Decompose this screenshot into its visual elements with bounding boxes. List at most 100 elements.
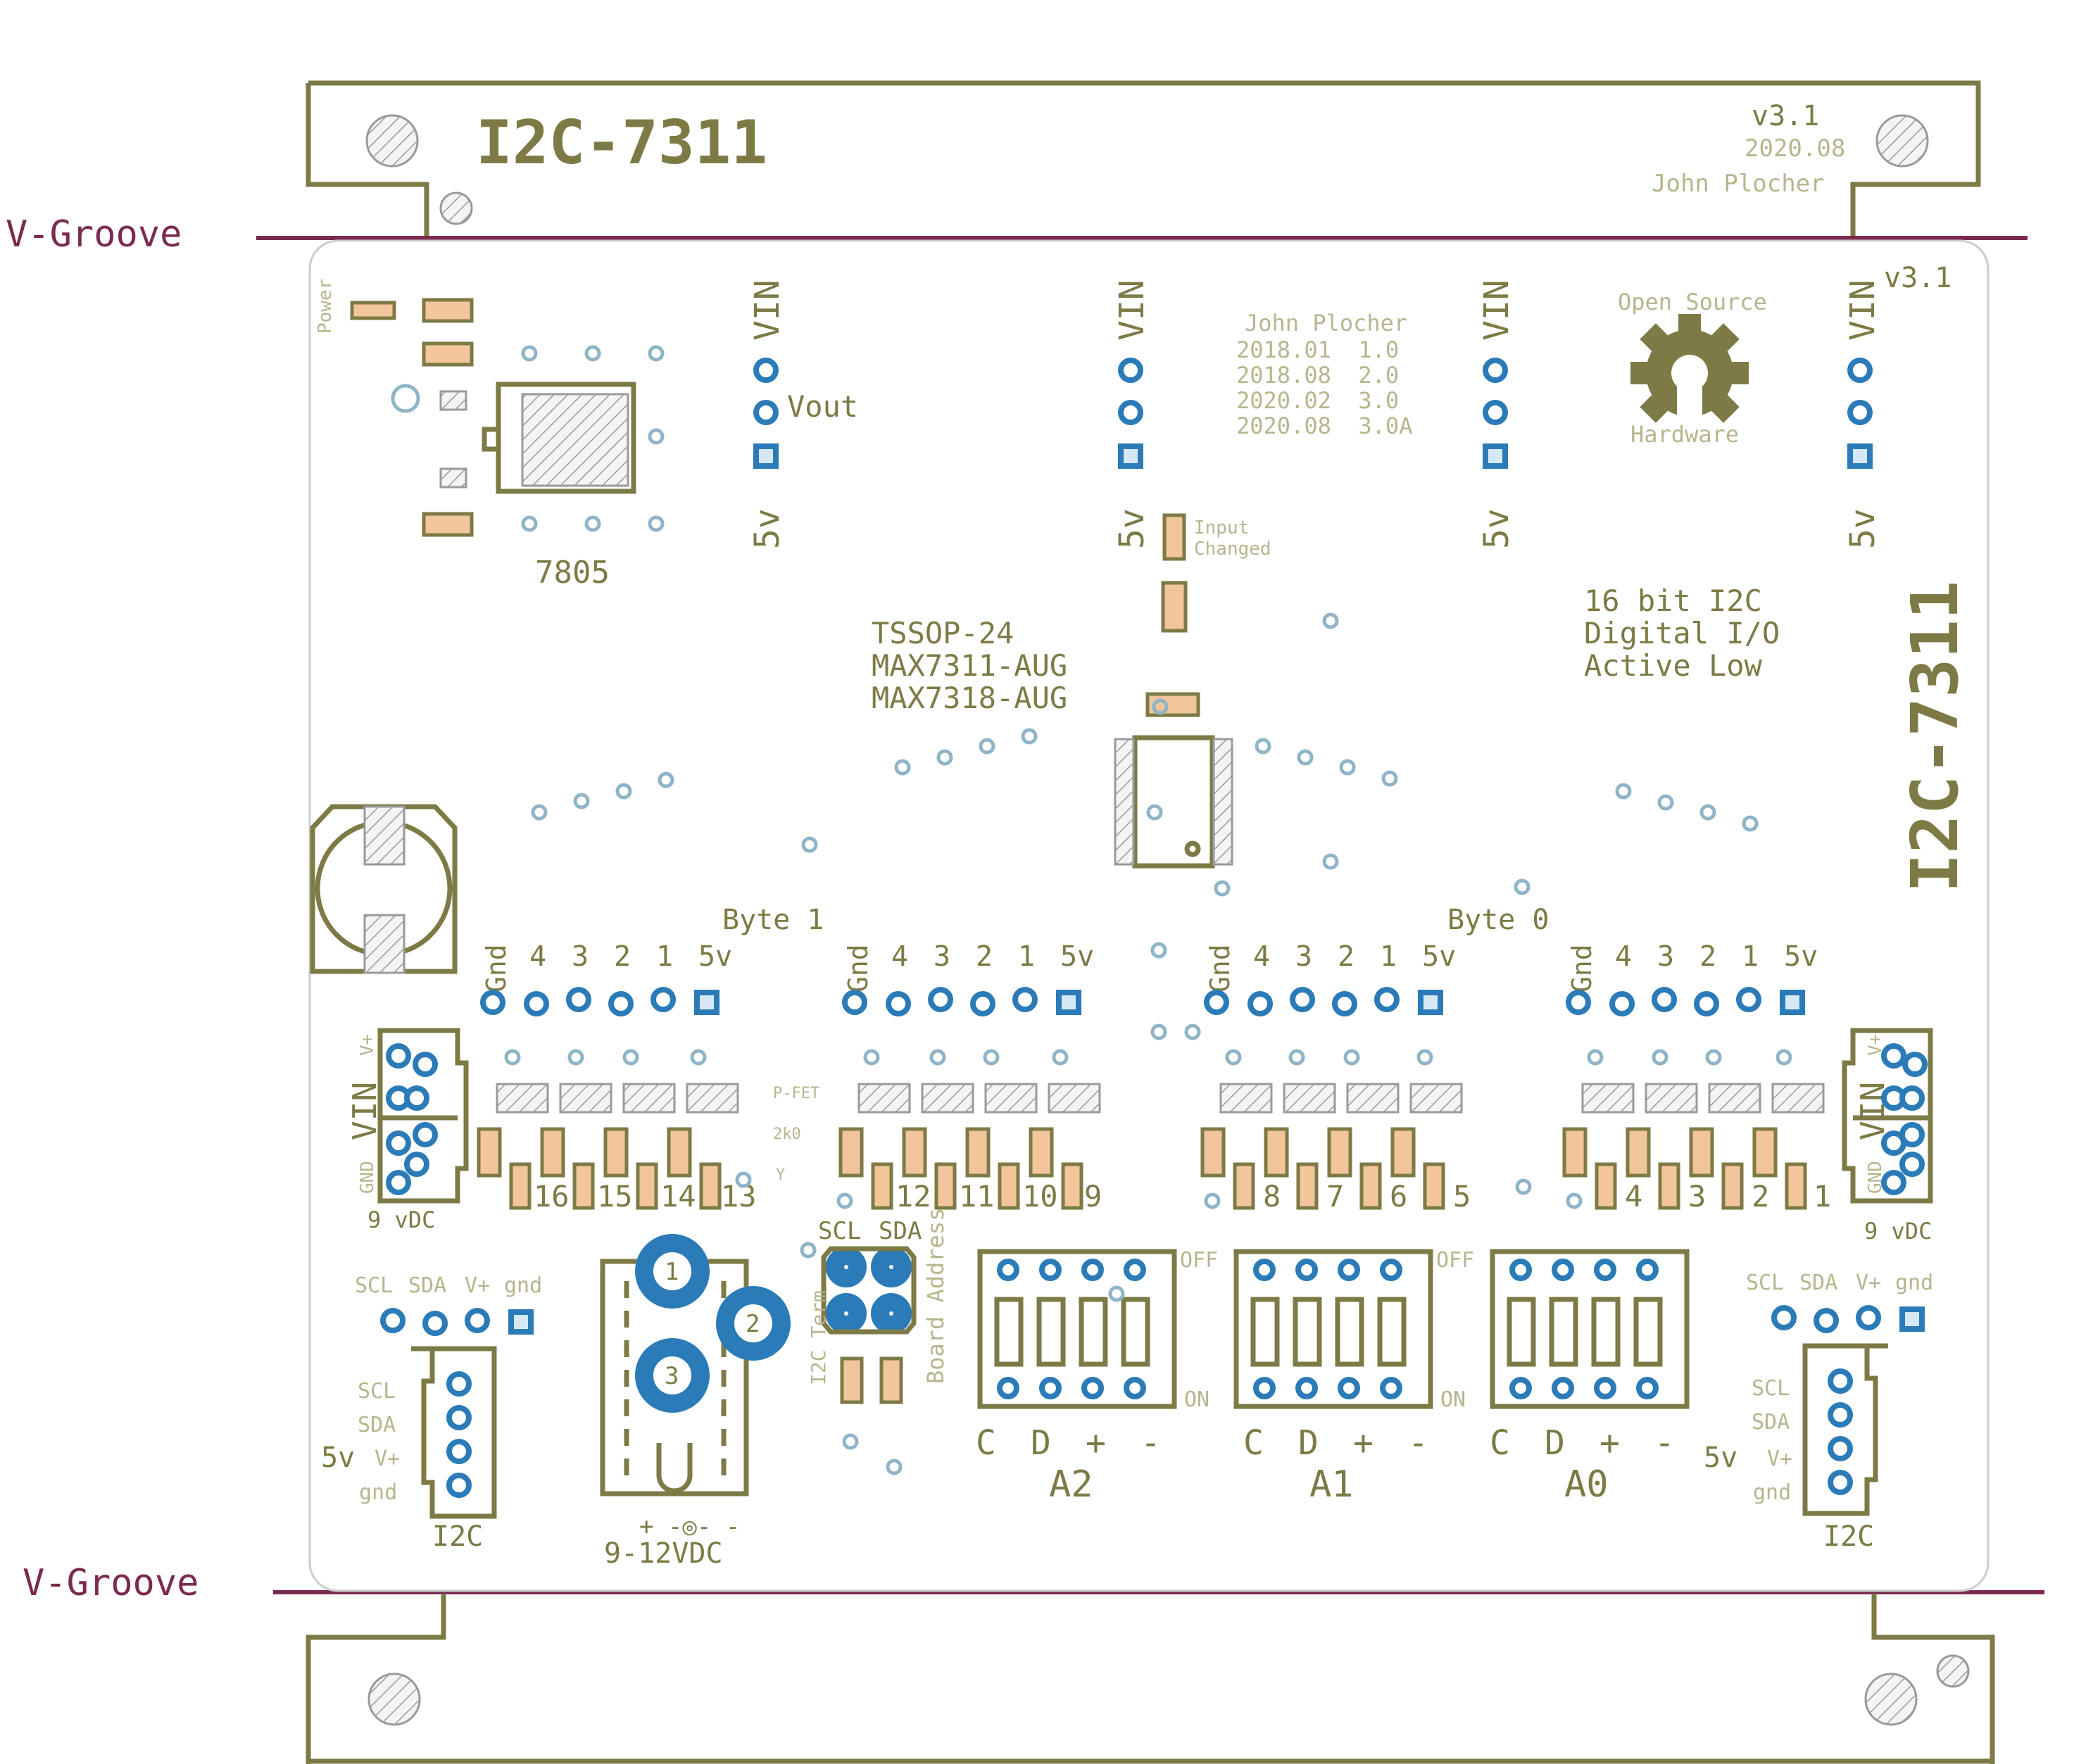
dip-on-label: ON xyxy=(1184,1387,1209,1412)
jack-pin-label: 2 xyxy=(746,1310,760,1338)
chip-label: MAX7318-AUG xyxy=(872,681,1067,715)
vin-header-3[interactable]: VIN 5v xyxy=(1477,279,1516,549)
i2c-connector-left[interactable]: SCL SDA 5v V+ gnd I2C xyxy=(321,1346,497,1553)
mounting-hole xyxy=(365,114,419,168)
io-pin-label: 2 xyxy=(614,940,631,973)
pfet-label: P-FET xyxy=(773,1085,819,1102)
gnd-label: GND xyxy=(357,1161,378,1194)
oshw-logo: Open Source Hardware xyxy=(1618,289,1767,448)
bit-label: 7 xyxy=(1326,1179,1344,1214)
io-pin-label: 4 xyxy=(891,940,908,973)
power-led-label: Power xyxy=(315,279,336,334)
dip-column-label: D xyxy=(1298,1423,1319,1463)
io-pin-label: 4 xyxy=(1615,940,1632,973)
vin-header-4[interactable]: VIN 5v xyxy=(1843,279,1883,549)
input-changed-label: Input xyxy=(1194,517,1249,538)
byte0-label: Byte 0 xyxy=(1447,904,1550,936)
i2c-connector-right[interactable]: SCL SDA 5v V+ gnd I2C xyxy=(1704,1343,1888,1553)
io-pin-label: 3 xyxy=(1657,940,1674,973)
dip-column-label: - xyxy=(1408,1423,1428,1463)
io-header-1[interactable]: Gnd 4 3 2 1 5v xyxy=(480,940,732,1016)
io-gnd-label: Gnd xyxy=(843,944,874,993)
mounting-hole xyxy=(1875,114,1929,168)
fet-row xyxy=(496,1083,1825,1114)
vin-label: VIN xyxy=(1477,279,1516,341)
revision-block: John Plocher 2018.01 1.0 2018.08 2.0 202… xyxy=(1236,310,1412,439)
dip-column-label: C xyxy=(1243,1423,1264,1463)
io-pin-label: 3 xyxy=(934,940,950,973)
bit-label: 12 xyxy=(895,1179,931,1214)
io-pin-label: 1 xyxy=(1742,940,1759,973)
description-line: 16 bit I2C xyxy=(1584,584,1762,618)
io-gnd-label: Gnd xyxy=(1205,944,1236,993)
regulator-label: 7805 xyxy=(535,555,610,591)
led-label: Y xyxy=(776,1166,785,1184)
fiducial xyxy=(1936,1654,1970,1688)
io-pin-label: 4 xyxy=(529,940,546,973)
board-version: v3.1 xyxy=(1884,262,1952,294)
dip-column-label: + xyxy=(1353,1423,1374,1463)
dip-switch-a2[interactable]: OFF ON C D + - A2 xyxy=(976,1248,1218,1506)
bit-label: 8 xyxy=(1263,1179,1281,1214)
side-title: I2C-7311 xyxy=(1897,581,1973,893)
i2c-header-left[interactable]: SCL SDA V+ gnd xyxy=(355,1273,542,1336)
vin-rating-label: 9 vDC xyxy=(367,1207,435,1233)
tab-date: 2020.08 xyxy=(1745,134,1845,163)
revision-line: 2020.02 3.0 xyxy=(1236,387,1399,414)
bit-numbers: 16 15 14 13 12 11 10 9 8 7 6 5 4 3 2 1 xyxy=(534,1179,1831,1214)
jack-pin-label: 3 xyxy=(665,1362,679,1390)
vin-connector-right[interactable]: V+ VIN GND 9 vDC xyxy=(1842,1028,1933,1245)
i2c-term-jumper[interactable]: SCL SDA I2C Term xyxy=(807,1217,922,1404)
i2c-pin-label: V+ xyxy=(375,1447,400,1471)
tab-author: John Plocher xyxy=(1652,170,1825,198)
v-groove-label-bottom: V-Groove xyxy=(23,1562,199,1604)
i2c-pin-label: SCL xyxy=(355,1273,393,1298)
bit-label: 3 xyxy=(1688,1179,1706,1214)
dip-column-label: C xyxy=(976,1423,996,1463)
i2c-pin-label: SDA xyxy=(408,1273,446,1298)
bit-label: 5 xyxy=(1453,1179,1471,1214)
dip-column-label: - xyxy=(1140,1423,1161,1463)
vin-header-2[interactable]: VIN 5v xyxy=(1112,279,1152,549)
tssop-chip: TSSOP-24 MAX7311-AUG MAX7318-AUG xyxy=(872,616,1233,869)
dip-name-label: A2 xyxy=(1049,1463,1093,1506)
i2c-pin-label: SCL xyxy=(1746,1271,1784,1295)
five-v-label: 5v xyxy=(1477,508,1516,549)
io-header-2[interactable]: Gnd 4 3 2 1 5v xyxy=(842,940,1094,1016)
io-pin-label: 5v xyxy=(1060,940,1094,973)
v-groove-label-top: V-Groove xyxy=(6,213,182,256)
five-v-label: 5v xyxy=(748,508,787,549)
gear-icon xyxy=(1630,314,1749,436)
bit-label: 11 xyxy=(959,1179,995,1214)
description-line: Digital I/O xyxy=(1584,616,1780,650)
i2c-header-right[interactable]: SCL SDA V+ gnd xyxy=(1746,1271,1933,1333)
vin-connector-left[interactable]: V+ VIN GND 9 vDC xyxy=(346,1028,469,1233)
dip-switch-a1[interactable]: OFF ON C D + - A1 xyxy=(1233,1248,1474,1506)
fiducial xyxy=(439,191,473,225)
i2c-pin-label: SCL xyxy=(1752,1376,1790,1401)
io-pin-label: 5v xyxy=(698,940,732,973)
i2c-pin-label: V+ xyxy=(1767,1447,1792,1471)
dip-switch-a0[interactable]: C D + - A0 xyxy=(1490,1249,1690,1506)
vin-header-1[interactable]: VIN 5v xyxy=(748,279,787,549)
five-v-label: 5v xyxy=(1843,508,1883,549)
i2c-connector-title: I2C xyxy=(1823,1520,1874,1553)
io-header-3[interactable]: Gnd 4 3 2 1 5v xyxy=(1204,940,1456,1016)
io-pin-label: 3 xyxy=(572,940,589,973)
board-outline xyxy=(308,239,1990,1592)
bottom-breakaway-tab xyxy=(306,1594,1995,1764)
i2c-pin-label: SDA xyxy=(1752,1410,1790,1435)
i2c-pin-label: SDA xyxy=(358,1413,396,1437)
dip-name-label: A0 xyxy=(1564,1463,1609,1506)
vin-rating-label: 9 vDC xyxy=(1864,1218,1932,1245)
description-line: Active Low xyxy=(1584,648,1763,683)
bit-label: 4 xyxy=(1625,1179,1642,1214)
barrel-jack[interactable]: 1 2 3 + -◎- - 9-12VDC xyxy=(600,1234,791,1570)
tab-title: I2C-7311 xyxy=(476,108,767,178)
i2c-five-v-label: 5v xyxy=(1704,1442,1737,1474)
top-breakaway-tab: I2C-7311 v3.1 2020.08 John Plocher xyxy=(306,80,1981,239)
io-pin-label: 2 xyxy=(976,940,993,973)
io-header-4[interactable]: Gnd 4 3 2 1 5v xyxy=(1566,940,1818,1016)
vin-label: VIN xyxy=(346,1082,384,1140)
